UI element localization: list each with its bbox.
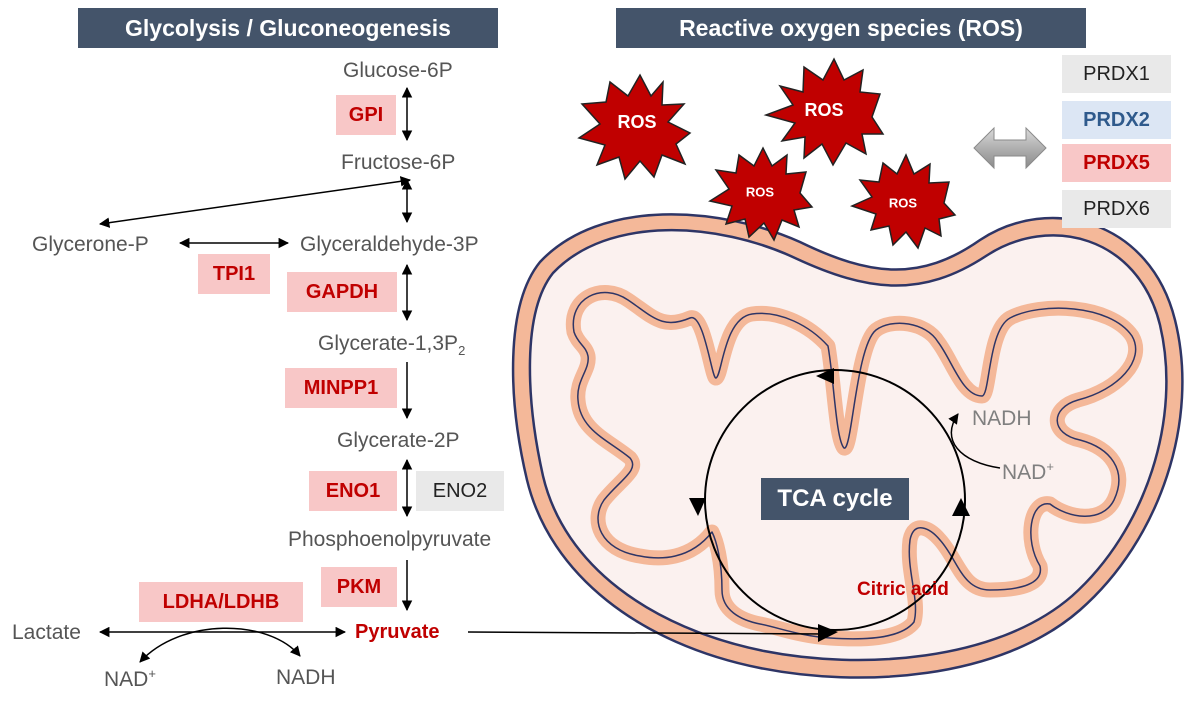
- ros-burst-4: [849, 153, 957, 250]
- ros-title: Reactive oxygen species (ROS): [616, 8, 1086, 48]
- label-pyruvate: Pyruvate: [355, 621, 440, 643]
- enzyme-tpi1: TPI1: [198, 254, 270, 294]
- arrow-nad-nadh: [139, 627, 301, 663]
- label-glycerone-p: Glycerone-P: [32, 233, 149, 256]
- nad-text: NAD: [104, 668, 149, 691]
- label-phosphoenolpyruvate: Phosphoenolpyruvate: [288, 528, 492, 551]
- label-glycerate-13p2: Glycerate-1,3P2: [318, 333, 465, 357]
- arrow-pyruvate-tca: [467, 631, 827, 635]
- ros-label-3: ROS: [745, 184, 775, 200]
- label-glycerate-13p-text: Glycerate-1,3P: [318, 332, 459, 355]
- arrow-f6p-dhap: [98, 176, 412, 228]
- ros-label-2: ROS: [804, 100, 844, 120]
- ros-burst-2: [763, 57, 885, 167]
- label-nadh: NADH: [276, 666, 336, 689]
- prdx-box-4: PRDX6: [1062, 190, 1171, 228]
- enzyme-eno2: ENO2: [416, 471, 504, 511]
- prdx-box-3: PRDX5: [1062, 144, 1171, 182]
- tca-arrowhead-top: [816, 368, 834, 384]
- tca-arrowhead-bottom: [818, 624, 838, 642]
- enzyme-gpi: GPI: [336, 95, 396, 135]
- mitochondrion: [511, 213, 1184, 679]
- tca-arrowhead-right: [952, 498, 970, 516]
- ros-label-1: ROS: [617, 112, 657, 132]
- glycolysis-title: Glycolysis / Gluconeogenesis: [78, 8, 498, 48]
- ros-burst-3: [708, 146, 814, 242]
- label-nad-plus: NAD+: [104, 667, 156, 690]
- enzyme-gapdh: GAPDH: [287, 272, 397, 312]
- double-arrow-icon: [973, 126, 1047, 170]
- enzyme-pkm: PKM: [321, 567, 397, 607]
- enzyme-ldha-ldhb: LDHA/LDHB: [139, 582, 303, 622]
- label-fructose-6p: Fructose-6P: [341, 151, 456, 174]
- prdx-box-2: PRDX2: [1062, 101, 1171, 139]
- ros-burst-1: [577, 73, 692, 181]
- mito-inner-membrane-outline: [572, 291, 1137, 640]
- tca-cycle-label: TCA cycle: [761, 478, 909, 520]
- label-glucose-6p: Glucose-6P: [343, 59, 453, 82]
- label-glycerate-13p-subscript: 2: [458, 343, 466, 358]
- enzyme-minpp1: MINPP1: [285, 368, 397, 408]
- tca-nad-superscript: +: [1046, 459, 1054, 474]
- label-citric-acid: Citric acid: [857, 579, 949, 600]
- label-glycerate-2p: Glycerate-2P: [337, 429, 460, 452]
- enzyme-eno1: ENO1: [309, 471, 397, 511]
- ros-label-4: ROS: [888, 195, 918, 211]
- tca-nad-to-nadh-arrow: [948, 413, 1001, 469]
- prdx-box-1: PRDX1: [1062, 55, 1171, 93]
- tca-label-nadh: NADH: [972, 407, 1032, 430]
- label-glyceraldehyde-3p: Glyceraldehyde-3P: [300, 233, 479, 256]
- tca-arrowhead-left: [689, 498, 706, 516]
- tca-label-nad-plus: NAD+: [1002, 460, 1054, 483]
- nad-superscript: +: [148, 666, 156, 681]
- tca-nad-text: NAD: [1002, 461, 1047, 484]
- label-lactate: Lactate: [12, 621, 81, 644]
